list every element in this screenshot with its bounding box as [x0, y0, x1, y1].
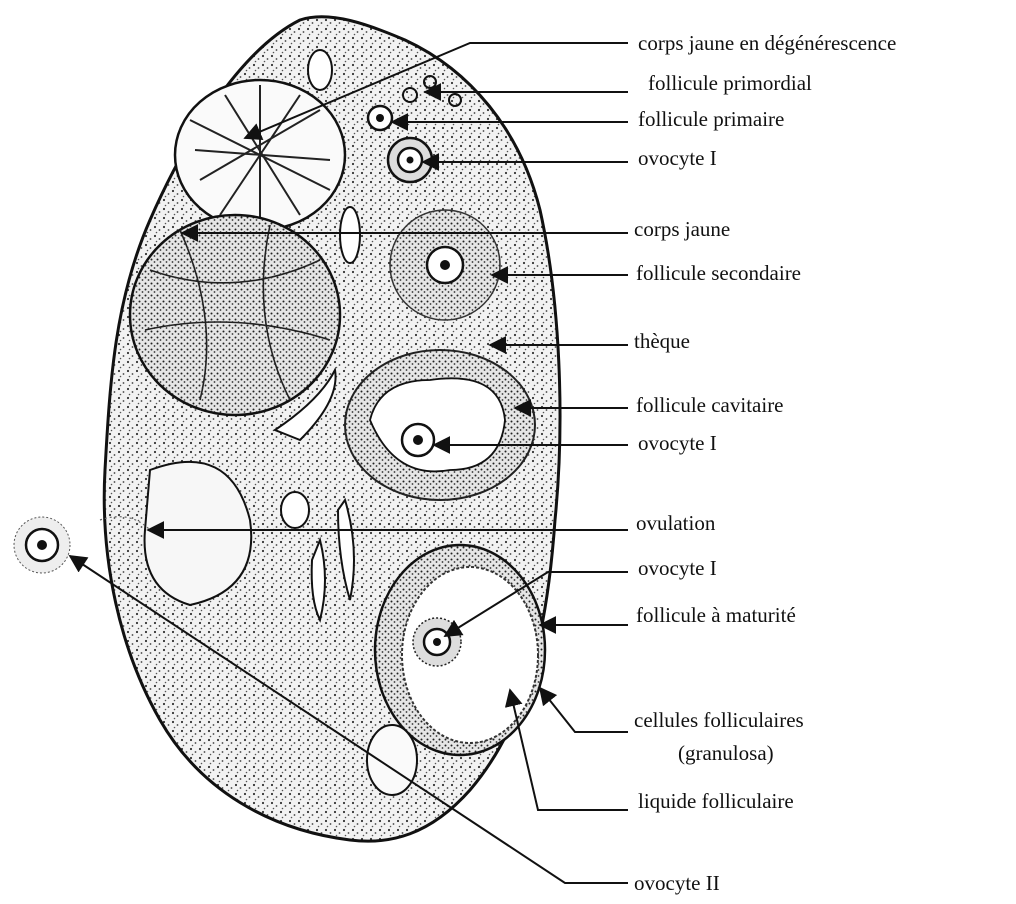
label-follicule-maturite: follicule à maturité: [636, 603, 796, 627]
label-ovocyte-2: ovocyte II: [634, 871, 720, 895]
corps-jaune: [130, 215, 340, 415]
corps-jaune-degenerescence: [175, 80, 345, 230]
ovocyte-1-top: [388, 138, 432, 182]
follicule-cavitaire: [345, 350, 535, 500]
label-ovulation: ovulation: [636, 511, 716, 535]
label-follicule-cavitaire: follicule cavitaire: [636, 393, 784, 417]
label-granulosa: (granulosa): [678, 741, 774, 765]
follicule-maturite: [375, 545, 545, 755]
label-corps-jaune-degenerescence: corps jaune en dégénérescence: [638, 31, 896, 55]
label-follicule-primaire: follicule primaire: [638, 107, 784, 131]
label-ovocyte-1-bottom: ovocyte I: [638, 556, 717, 580]
label-ovocyte-1-top: ovocyte I: [638, 146, 717, 170]
follicule-secondaire: [390, 210, 500, 320]
label-follicule-primordial: follicule primordial: [648, 71, 812, 95]
label-liquide-folliculaire: liquide folliculaire: [638, 789, 794, 813]
label-follicule-secondaire: follicule secondaire: [636, 261, 801, 285]
corps-atretique: [367, 725, 417, 795]
follicule-primaire: [368, 106, 392, 130]
label-theque: thèque: [634, 329, 690, 353]
ovocyte-2-released: [14, 517, 70, 573]
label-ovocyte-1-middle: ovocyte I: [638, 431, 717, 455]
label-corps-jaune: corps jaune: [634, 217, 730, 241]
label-cellules-folliculaires: cellules folliculaires: [634, 708, 804, 732]
